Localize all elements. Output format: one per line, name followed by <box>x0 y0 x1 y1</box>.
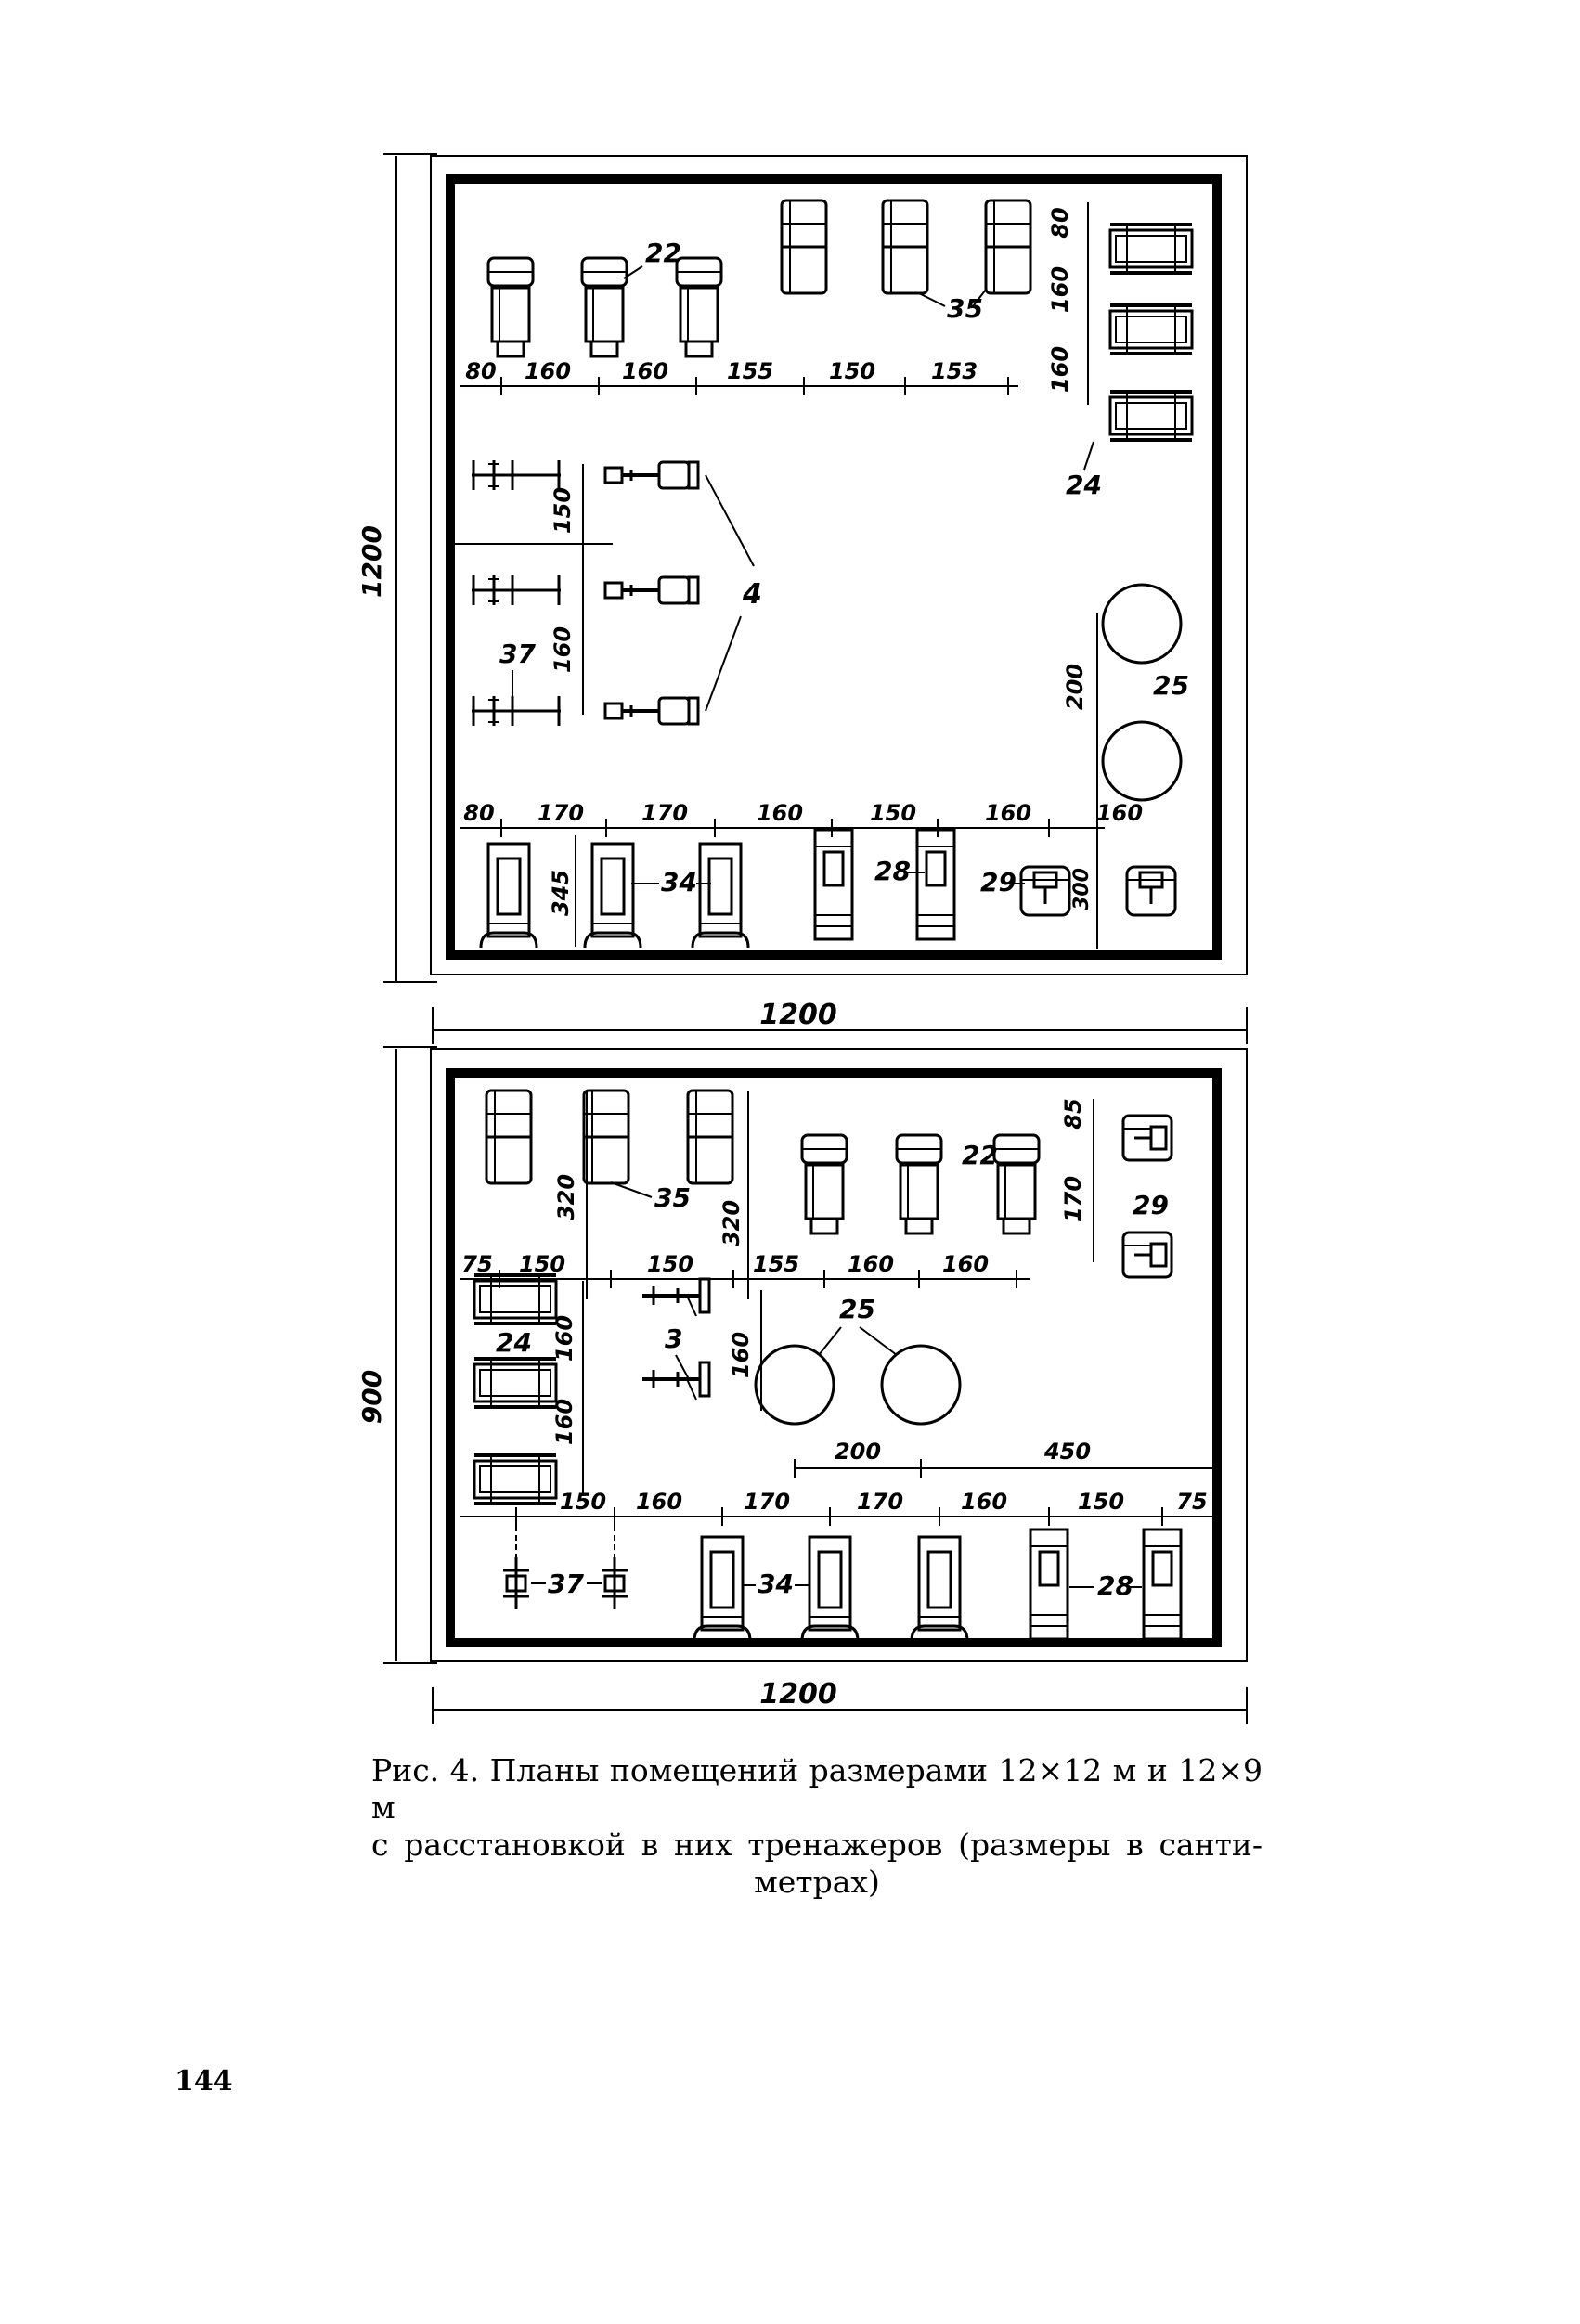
plan2-label-25: 25 <box>839 1294 875 1324</box>
dim-label: 153 <box>931 358 978 384</box>
plan1-label-28: 28 <box>874 856 911 886</box>
caption-line-1: Рис. 4. Планы помещений размерами 12×12 … <box>371 1752 1263 1826</box>
dim-label: 80 <box>463 800 494 826</box>
plan2-bottom-dims: 150 160 170 170 160 150 75 <box>560 1489 1208 1515</box>
dim-label: 160 <box>757 800 803 826</box>
plan1-bottom-depth: 345 <box>548 870 574 916</box>
plan2-label-28: 28 <box>1097 1570 1133 1601</box>
plan2-label-24: 24 <box>496 1327 532 1358</box>
dim-label: 170 <box>857 1489 903 1515</box>
plan2-label-3: 3 <box>665 1323 682 1354</box>
room-inner-wall <box>446 174 1222 960</box>
plan1-label-35: 35 <box>947 293 983 324</box>
plan2-label-35: 35 <box>654 1182 691 1213</box>
dim-label: 160 <box>636 1489 682 1515</box>
plan1-top-dims: 80 160 160 155 150 153 <box>465 358 978 384</box>
plan2-left-dim-160a: 160 <box>551 1315 577 1362</box>
dim-label: 150 <box>870 800 916 826</box>
room-outer-wall <box>430 155 1248 975</box>
dim-label: 160 <box>622 358 668 384</box>
trampoline-circle <box>880 1344 962 1426</box>
trampoline-circle <box>1101 720 1183 802</box>
plan-12x9: 900 1200 320 320 35 22 85 170 29 75 150 <box>356 1046 1248 1724</box>
caption-line-3: метрах) <box>754 1864 880 1900</box>
trampoline-circle <box>754 1344 835 1426</box>
plan2-vert-dim-320b: 320 <box>719 1200 745 1246</box>
plan1-label-25: 25 <box>1153 670 1189 701</box>
plan2-left-dim-160c: 160 <box>728 1332 754 1378</box>
plan2-center-dim-200: 200 <box>835 1439 881 1465</box>
dim-label: 150 <box>829 358 875 384</box>
plan1-label-24: 24 <box>1066 470 1102 500</box>
dim-label: 160 <box>942 1251 989 1277</box>
plan1-height-dim: 1200 <box>356 525 387 598</box>
dim-label: 150 <box>647 1251 693 1277</box>
room-outer-wall <box>430 1048 1248 1662</box>
figure-caption: Рис. 4. Планы помещений размерами 12×12 … <box>371 1752 1263 1901</box>
plan2-width-dim: 1200 <box>759 1678 837 1711</box>
plan1-label-4: 4 <box>742 578 762 611</box>
dim-label: 160 <box>961 1489 1007 1515</box>
plan2-height-dim: 900 <box>356 1370 387 1424</box>
trampoline-circle <box>1101 583 1183 665</box>
plan2-vert-dim-320a: 320 <box>553 1174 579 1220</box>
plan2-label-22: 22 <box>962 1140 998 1170</box>
room-inner-wall <box>446 1068 1222 1647</box>
plan2-left-dim-160b: 160 <box>551 1399 577 1445</box>
plan1-left-dim-150: 150 <box>550 487 576 534</box>
plan2-center-dim-450: 450 <box>1043 1439 1091 1465</box>
plan2-vert-dim-85: 85 <box>1060 1098 1086 1129</box>
dim-label: 170 <box>641 800 688 826</box>
dim-label: 160 <box>525 358 571 384</box>
dim-label: 170 <box>744 1489 790 1515</box>
dim-label: 75 <box>1176 1489 1207 1515</box>
dim-label: 160 <box>1096 800 1143 826</box>
dim-label: 170 <box>537 800 584 826</box>
page-number: 144 <box>175 2065 233 2098</box>
plan2-vert-dim-170: 170 <box>1060 1176 1086 1222</box>
plan1-bottom-right-depth: 300 <box>1070 868 1094 910</box>
plan2-label-37: 37 <box>548 1569 584 1599</box>
plan1-left-dim-160: 160 <box>550 626 576 673</box>
plan1-right-dim-160b: 160 <box>1047 346 1073 393</box>
caption-line-2: с расстановкой в них тренажеров (размеры… <box>371 1827 1263 1863</box>
dim-label: 155 <box>753 1251 799 1277</box>
dim-label: 155 <box>727 358 773 384</box>
plan1-label-34: 34 <box>661 867 697 897</box>
dim-label: 75 <box>461 1251 492 1277</box>
dim-label: 160 <box>985 800 1031 826</box>
dim-label: 150 <box>1078 1489 1124 1515</box>
plan1-width-dim: 1200 <box>759 999 837 1031</box>
dim-label: 150 <box>560 1489 606 1515</box>
plan2-label-29: 29 <box>1133 1190 1169 1220</box>
plan-12x12: 1200 1200 22 35 80 160 160 155 150 153 <box>356 153 1248 1044</box>
plan1-bottom-dims: 80 170 170 160 150 160 160 <box>463 800 1143 826</box>
plan1-label-37: 37 <box>499 639 536 669</box>
plan2-mid-dims: 75 150 150 155 160 160 <box>461 1251 989 1277</box>
plan1-label-29: 29 <box>980 867 1017 897</box>
dim-label: 150 <box>519 1251 565 1277</box>
dim-label: 80 <box>465 358 496 384</box>
plan2-label-34: 34 <box>758 1569 794 1599</box>
dim-label: 160 <box>848 1251 894 1277</box>
plan1-wall-dim: 200 <box>1062 664 1088 710</box>
plan1-label-22: 22 <box>645 238 681 268</box>
plan1-right-dim-160a: 160 <box>1047 266 1073 313</box>
plan1-right-dim-80: 80 <box>1047 207 1073 238</box>
